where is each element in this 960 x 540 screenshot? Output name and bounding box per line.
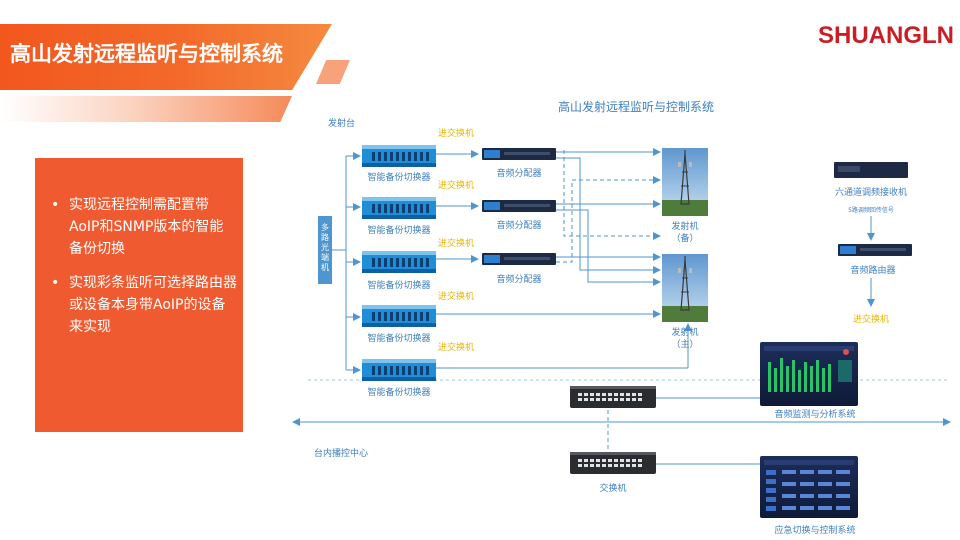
bullet-item: • 实现远程控制需配置带AoIP和SNMP版本的智能备份切换 [51, 194, 237, 260]
site-label: 发射台 [328, 117, 355, 129]
brand-logo: SHUANGLN [818, 22, 954, 49]
switcher-label: 智能备份切换器 [367, 279, 430, 291]
transmitter-main-sub: （主） [671, 338, 698, 350]
transmitter-main-tower [661, 253, 709, 323]
bullet-text: 实现远程控制需配置带AoIP和SNMP版本的智能备份切换 [69, 197, 224, 257]
distributor-device-1 [482, 148, 556, 160]
title-banner [0, 24, 332, 90]
switcher-label: 智能备份切换器 [367, 332, 430, 344]
switcher-device-4 [362, 305, 436, 327]
control-screen [760, 456, 858, 518]
receiver-display [838, 166, 860, 172]
control-system-label: 应急切换与控制系统 [774, 524, 855, 536]
switcher-device-1 [362, 145, 436, 167]
switcher-device-2 [362, 197, 436, 219]
switch-label: 交换机 [599, 482, 626, 494]
diagram-title: 高山发射远程监听与控制系统 [558, 99, 714, 114]
receiver-note: 5路调频回传信号 [848, 206, 894, 214]
transmitter-standby-label: 发射机 [671, 220, 698, 232]
to-switch-label: 进交换机 [438, 290, 474, 302]
network-switch-top [570, 386, 656, 408]
monitor-screen [760, 342, 858, 406]
link-dashed [563, 150, 661, 240]
to-switch-label: 进交换机 [438, 237, 474, 249]
link-line [556, 209, 661, 286]
multiplexer-box [318, 216, 332, 284]
link-line [556, 157, 661, 274]
to-switch-label: 进交换机 [438, 179, 474, 191]
link-dashed [556, 176, 661, 263]
bullet-list: • 实现远程控制需配置带AoIP和SNMP版本的智能备份切换 • 实现彩条监听可选择… [51, 194, 237, 350]
to-switch-label: 进交换机 [438, 127, 474, 139]
center-label: 台内播控中心 [314, 447, 368, 459]
bullet-text: 实现彩条监听可选择路由器或设备本身带AoIP的设备来实现 [69, 275, 237, 335]
transmitter-main-label: 发射机 [671, 326, 698, 338]
to-switch-label: 进交换机 [438, 341, 474, 353]
transmitter-standby-tower [661, 147, 709, 217]
distributor-label: 音频分配器 [496, 167, 541, 179]
receiver-label: 六通道调频接收机 [835, 186, 907, 198]
subtitle-stripe [0, 96, 292, 122]
slide-title: 高山发射远程监听与控制系统 [10, 42, 283, 66]
switcher-label: 智能备份切换器 [367, 171, 430, 183]
distributor-device-3 [482, 253, 556, 265]
transmitter-standby-sub: （备） [671, 232, 698, 244]
switcher-label: 智能备份切换器 [367, 386, 430, 398]
router-label: 音频路由器 [850, 264, 895, 276]
switcher-device-5 [362, 359, 436, 381]
distributor-label: 音频分配器 [496, 219, 541, 231]
router-device [838, 244, 912, 256]
switcher-device-3 [362, 251, 436, 273]
switcher-label: 智能备份切换器 [367, 224, 430, 236]
network-switch-bottom [570, 452, 656, 474]
bullet-item: • 实现彩条监听可选择路由器或设备本身带AoIP的设备来实现 [51, 272, 237, 338]
router-out-label: 进交换机 [853, 313, 889, 325]
monitor-system-label: 音频监测与分析系统 [774, 408, 855, 420]
distributor-device-2 [482, 200, 556, 212]
multiplexer-label: 多路光端机 [321, 222, 329, 272]
bullet-dot-icon: • [51, 197, 60, 213]
boundary-arrow-head-left [292, 418, 300, 426]
distributor-label: 音频分配器 [496, 273, 541, 285]
bullet-dot-icon: • [51, 275, 60, 291]
info-panel: • 实现远程控制需配置带AoIP和SNMP版本的智能备份切换 • 实现彩条监听可选择… [35, 158, 243, 432]
